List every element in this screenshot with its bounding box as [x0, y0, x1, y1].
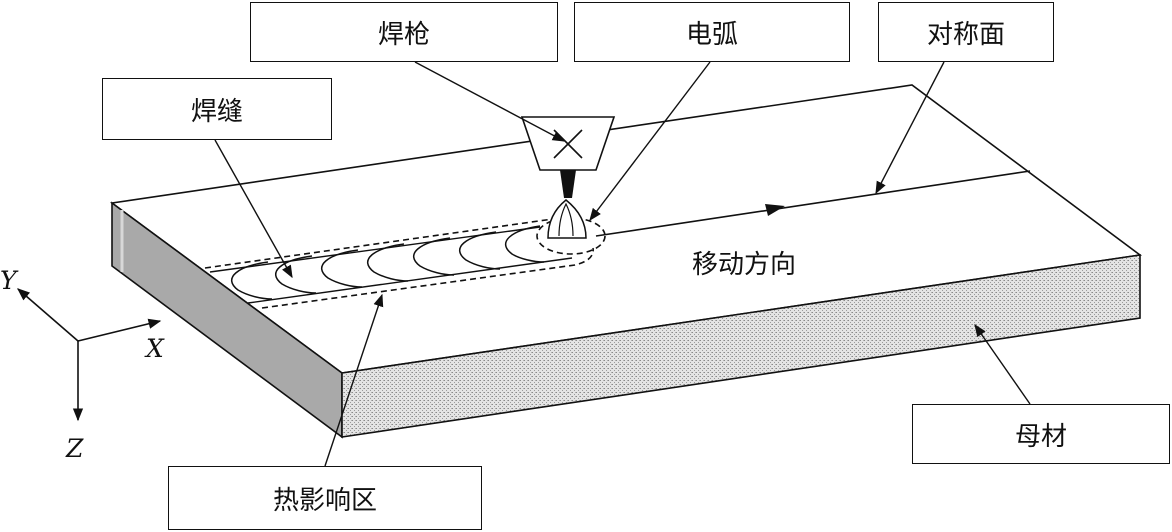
arc-shape	[547, 199, 587, 239]
base-metal-label-text: 母材	[1014, 421, 1067, 452]
torch-label-text: 焊枪	[377, 19, 430, 50]
base-metal-label: 母材	[912, 404, 1170, 464]
weld-seam-label-text: 焊缝	[190, 96, 243, 127]
weld-ripples	[231, 225, 545, 300]
arc-label-text: 电弧	[685, 19, 738, 50]
symmetry-plane-label-text: 对称面	[926, 19, 1005, 50]
heat-affected-zone-label: 热影响区	[168, 466, 482, 530]
moving-direction-label: 移动方向	[692, 250, 797, 280]
axis-y-label: Y	[0, 266, 17, 295]
arc-label: 电弧	[574, 2, 850, 62]
symmetry-plane-line	[595, 170, 1031, 237]
moving-direction-arrowhead	[765, 204, 785, 216]
torch-cross-b	[553, 129, 583, 159]
torch-nozzle	[560, 170, 576, 198]
heat-affected-zone-label-text: 热影响区	[272, 485, 377, 516]
symmetry-plane-label: 对称面	[878, 2, 1054, 62]
axis-z-label: Z	[66, 434, 84, 463]
weld-seam-label: 焊缝	[102, 78, 332, 140]
torch-label: 焊枪	[250, 2, 558, 62]
axis-x-label: X	[146, 334, 164, 363]
leader-lines	[214, 61, 1031, 467]
coordinate-axes	[17, 288, 162, 422]
